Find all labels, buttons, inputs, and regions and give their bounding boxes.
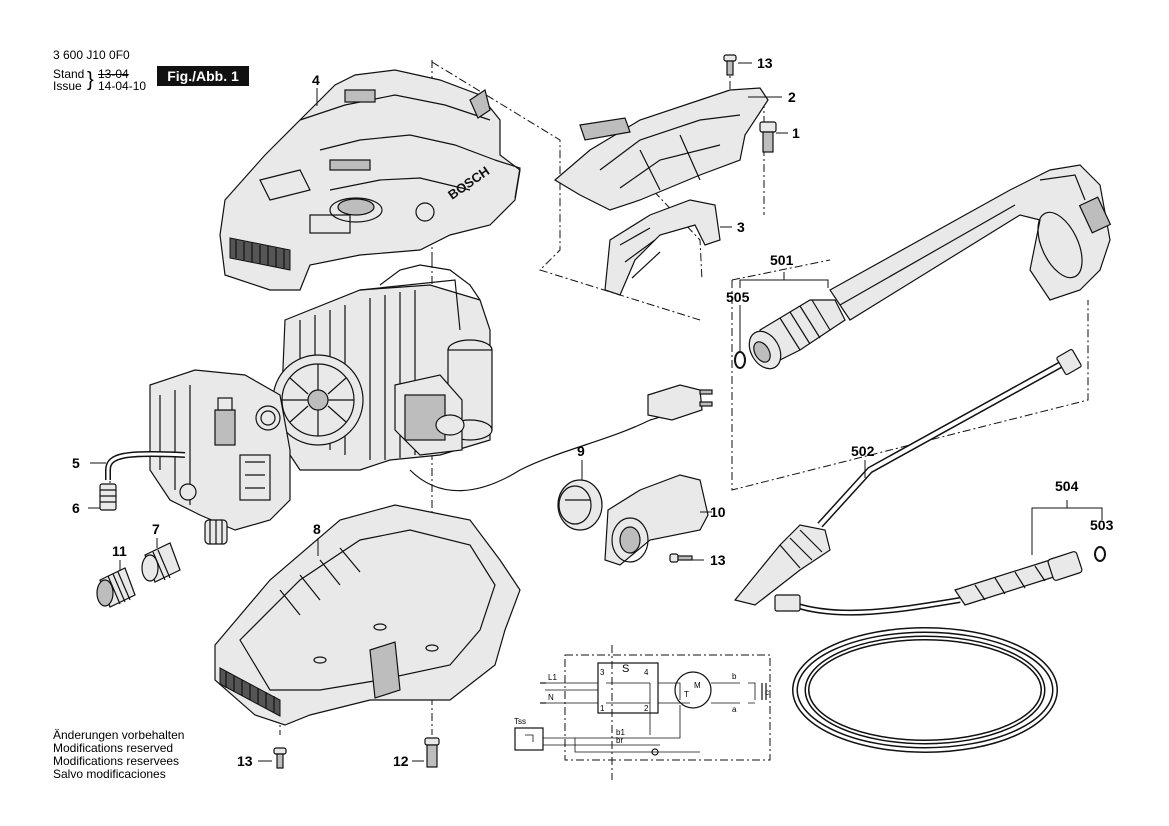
power-cord: [409, 384, 713, 492]
schematic-b: b: [732, 672, 737, 681]
note-en: Modifications reserved: [53, 741, 174, 755]
callout-4: 4: [312, 72, 320, 88]
callout-9: 9: [577, 443, 585, 459]
cap-9: [557, 479, 603, 531]
schematic-terminal-4: 4: [644, 668, 649, 677]
schematic-switch-label: S: [622, 663, 629, 675]
coupling-7: [141, 542, 181, 583]
schematic-c: c: [765, 688, 769, 697]
callout-3: 3: [737, 219, 745, 235]
callout-505: 505: [726, 289, 750, 305]
screw-13-mid: [669, 553, 693, 563]
callout-503: 503: [1090, 517, 1114, 533]
spray-gun: [748, 164, 1112, 370]
o-ring-505: [734, 351, 746, 369]
high-pressure-hose: [774, 551, 1083, 753]
callout-5: 5: [72, 455, 80, 471]
note-fr: Modifications reservees: [53, 754, 180, 768]
stand-value: 13-04: [98, 67, 129, 81]
screw-13-top: [723, 54, 737, 76]
schematic-l1: L1: [548, 673, 557, 682]
schematic-terminal-2: 2: [644, 704, 649, 713]
brace-symbol: }: [87, 69, 94, 91]
screw-1: [759, 121, 777, 153]
schematic-terminal-3: 3: [600, 668, 605, 677]
schematic-n: N: [548, 693, 554, 702]
callout-13-bottom: 13: [237, 753, 253, 769]
callout-11: 11: [112, 543, 127, 559]
screw-12: [424, 737, 440, 768]
screw-13-bottom: [273, 747, 287, 769]
note-es: Salvo modificaciones: [53, 767, 166, 781]
schematic-tss-label: Tss: [514, 717, 526, 726]
callout-504: 504: [1055, 478, 1079, 494]
callout-501: 501: [770, 252, 794, 268]
callout-502: 502: [851, 443, 875, 459]
callout-6: 6: [72, 500, 80, 516]
carry-handle: [553, 87, 769, 211]
coupling-11: [96, 567, 136, 608]
part-number: 3 600 J10 0F0: [53, 48, 130, 62]
wiring-schematic: [514, 645, 771, 780]
holder-10: [604, 474, 709, 566]
schematic-a: a: [732, 705, 737, 714]
issue-value: 14-04-10: [98, 79, 147, 93]
schematic-t: T: [684, 690, 689, 699]
leader-lines: [88, 62, 1103, 762]
callout-13-top: 13: [757, 55, 773, 71]
bottom-base: [214, 504, 521, 726]
o-ring-503: [1094, 546, 1106, 562]
motor-assembly: [272, 264, 493, 471]
schematic-m: M: [694, 681, 701, 690]
stand-label: Stand: [53, 67, 85, 81]
schematic-terminal-1: 1: [600, 704, 605, 713]
callout-12: 12: [393, 753, 409, 769]
pump-block: [149, 369, 291, 545]
callout-1: 1: [792, 125, 800, 141]
callout-13-mid: 13: [710, 552, 726, 568]
figure-badge: Fig./Abb. 1: [157, 66, 249, 86]
callout-2: 2: [788, 89, 796, 105]
callout-10: 10: [710, 504, 726, 520]
callout-7: 7: [152, 521, 160, 537]
handle-clip: [604, 199, 721, 296]
note-de: Änderungen vorbehalten: [53, 728, 185, 742]
schematic-br: br: [616, 736, 623, 745]
schematic-b1: b1: [616, 728, 625, 737]
callout-8: 8: [313, 521, 321, 537]
issue-label: Issue: [53, 79, 82, 93]
spray-lance: [733, 348, 1082, 606]
connecting-pipe: [105, 450, 186, 480]
top-housing-cover: [219, 69, 521, 291]
pipe-fitting-6: [99, 483, 117, 511]
